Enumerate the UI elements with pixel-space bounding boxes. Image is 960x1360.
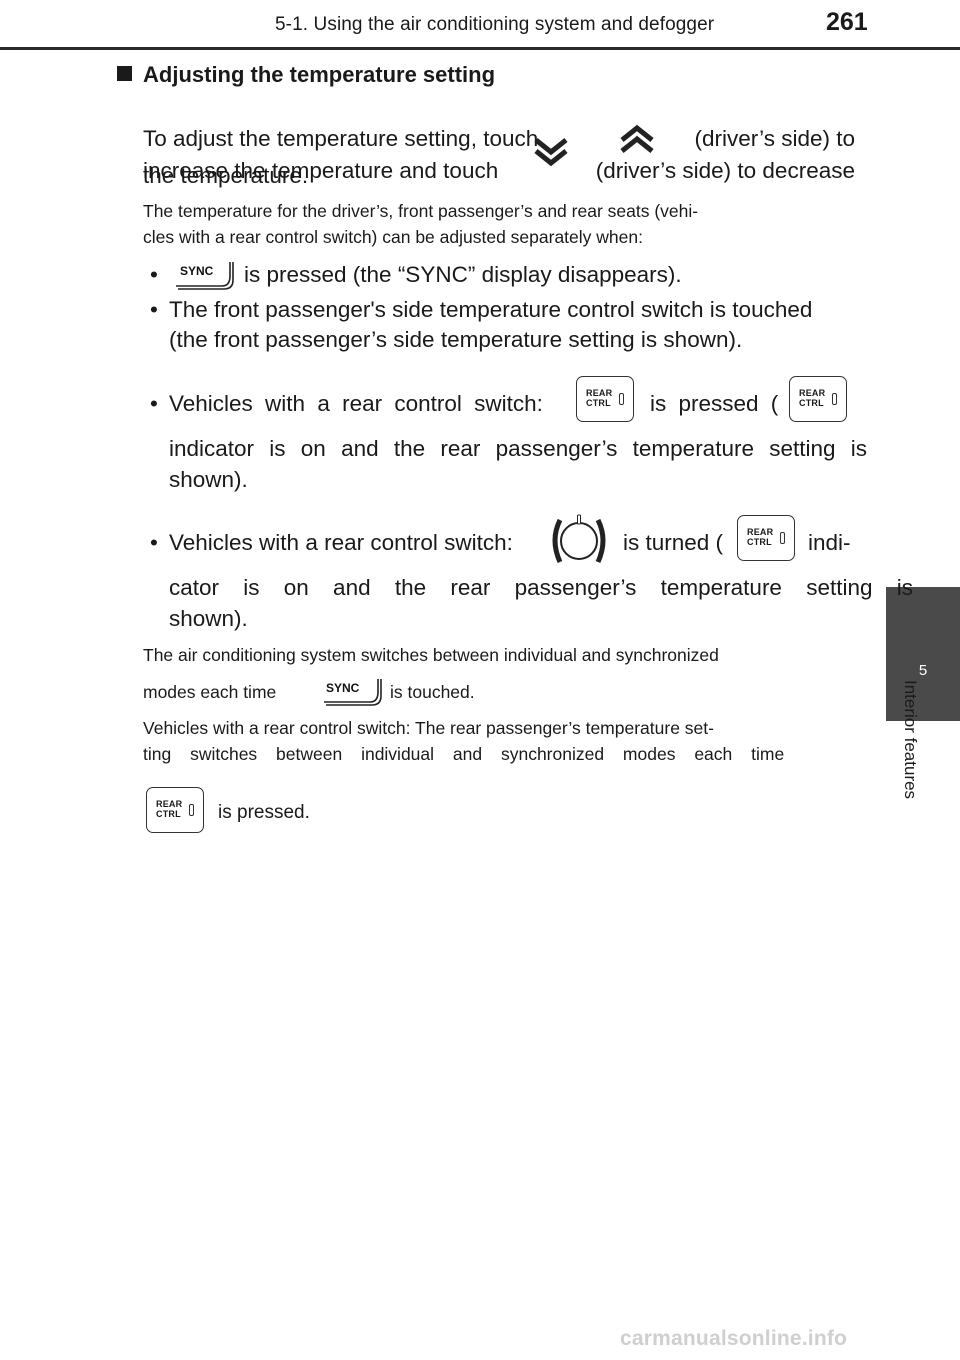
note3-text: ting switches between individual and syn… — [143, 744, 785, 764]
note2-line-2a: modes each time — [143, 682, 277, 702]
intro-text: (driver’s side) to — [694, 126, 855, 151]
intro-text: To adjust the temperature setting, touch — [143, 126, 539, 151]
bullet-2-line-1: The front passenger's side temperature c… — [169, 297, 813, 322]
header-divider — [0, 47, 960, 50]
bullet-2-line-2: (the front passenger’s side temperature … — [169, 327, 743, 352]
intro-text: increase the temperature and touch — [143, 158, 499, 183]
bullet-4-text-c: indi- — [808, 530, 851, 555]
bullet-3-text-b: is pressed ( — [650, 391, 779, 416]
note1-line-1: The temperature for the driver’s, front … — [143, 201, 855, 222]
page-number: 261 — [826, 8, 868, 36]
double-chevron-up-icon — [620, 124, 654, 153]
bullet-3-text-a: Vehicles with a rear control switch: — [169, 391, 543, 416]
chapter-tab[interactable]: 5 — [886, 50, 960, 1360]
bullet-4-text-b: is turned ( — [623, 530, 724, 555]
section-heading: Adjusting the temperature setting — [143, 62, 496, 87]
chapter-tab-box — [886, 587, 960, 721]
note1-line-2: cles with a rear control switch) can be … — [143, 227, 643, 247]
bullet-dot: • — [150, 297, 158, 322]
bullet-4-line-3: shown). — [169, 606, 248, 631]
bullet-3-text: indicator is on and the rear passenger’s… — [169, 436, 868, 461]
bullet-1-text: is pressed (the “SYNC” display disappear… — [244, 262, 682, 287]
chapter-title: Interior features — [901, 680, 920, 800]
chapter-number: 5 — [918, 662, 928, 679]
note3-line-1: Vehicles with a rear control switch: The… — [143, 718, 714, 738]
bullet-4-text-a: Vehicles with a rear control switch: — [169, 530, 513, 555]
bullet-4-text: cator is on and the rear passenger’s tem… — [169, 575, 913, 600]
bullet-dot: • — [150, 262, 158, 287]
svg-text:SYNC: SYNC — [326, 681, 360, 695]
section-title: 5-1. Using the air conditioning system a… — [275, 14, 715, 35]
note2-line-1: The air conditioning system switches bet… — [143, 645, 719, 665]
watermark: carmanualsonline.info — [620, 1327, 848, 1350]
double-chevron-down-icon — [534, 138, 568, 167]
bullet-dot: • — [150, 391, 158, 416]
note3-line-2: ting switches between individual and syn… — [143, 744, 855, 765]
sync-button-icon: SYNC — [324, 679, 382, 706]
heading-square-icon — [117, 66, 132, 81]
intro-line-2: increase the temperature and touch (driv… — [143, 158, 855, 184]
intro-line-3: the temperature. — [143, 163, 309, 188]
intro-text: (driver’s side) to decrease — [595, 158, 855, 183]
intro-line-1: To adjust the temperature setting, touch… — [143, 126, 855, 152]
sync-button-icon: SYNC — [176, 262, 234, 290]
bullet-3-line-3: shown). — [169, 467, 248, 492]
note1-text: The temperature for the driver’s, front … — [143, 201, 699, 221]
bullet-dot: • — [150, 530, 158, 555]
rotary-dial-icon — [552, 514, 606, 564]
note3-line-3: is pressed. — [218, 802, 310, 823]
bullet-3-line-2: indicator is on and the rear passenger’s… — [169, 436, 867, 462]
note2-line-2b: is touched. — [390, 682, 475, 702]
bullet-4-line-2: cator is on and the rear passenger’s tem… — [169, 575, 913, 601]
svg-text:SYNC: SYNC — [180, 264, 214, 278]
